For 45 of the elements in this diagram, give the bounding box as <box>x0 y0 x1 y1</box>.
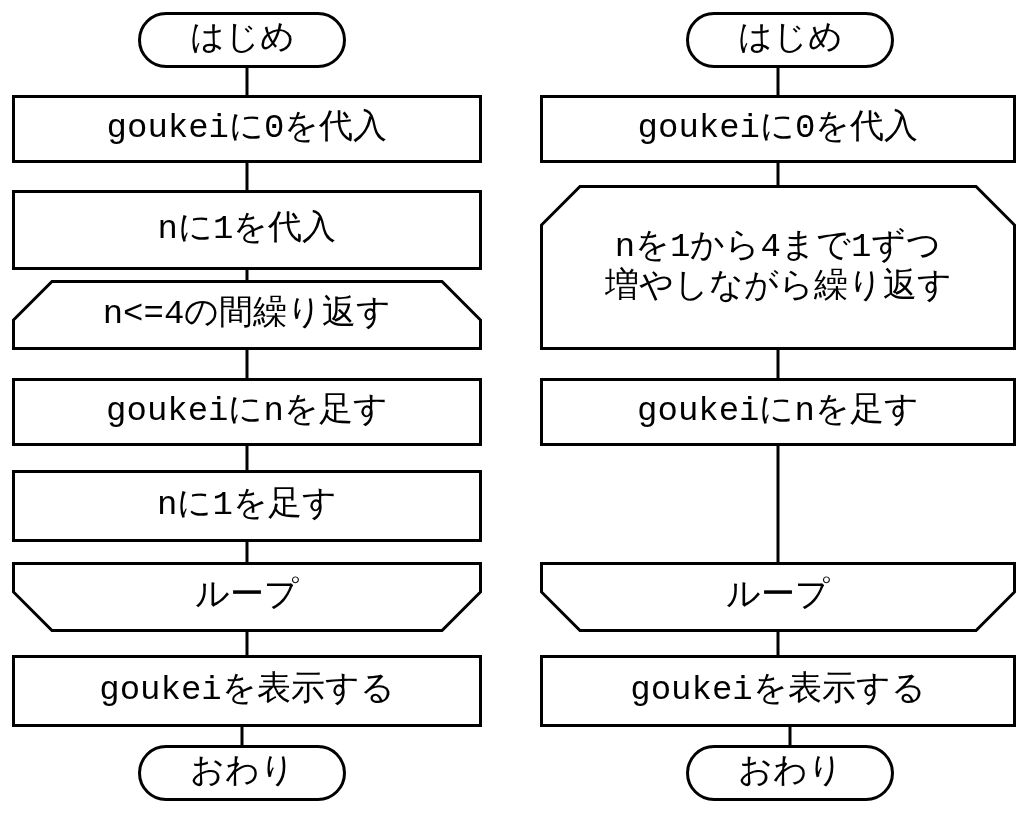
connector-line <box>776 68 780 95</box>
terminal-node <box>138 12 346 68</box>
node-label: ループ <box>195 577 299 617</box>
node-label: はじめ <box>737 20 843 60</box>
process-box <box>12 655 482 727</box>
node-label: goukeiに0を代入 <box>106 109 388 149</box>
connector-line <box>776 163 780 185</box>
process-box <box>540 95 1016 163</box>
node-label: おわり <box>737 753 843 793</box>
connector-line <box>245 632 249 655</box>
node-label: n<=4の間繰り返す <box>102 295 392 335</box>
node-label: ループ <box>726 577 830 617</box>
node-label: goukeiを表示する <box>630 671 926 711</box>
node-label: はじめ <box>189 20 295 60</box>
process-box <box>12 190 482 270</box>
connector-line <box>776 632 780 655</box>
node-label: nに1を足す <box>157 486 337 526</box>
terminal-node <box>686 12 894 68</box>
terminal-node <box>138 745 346 801</box>
terminal-node <box>686 745 894 801</box>
node-label: goukeiにnを足す <box>106 392 388 432</box>
loop-end-hexagon <box>540 562 1016 632</box>
connector-line <box>245 542 249 562</box>
connector-line <box>245 68 249 95</box>
process-box <box>540 655 1016 727</box>
connector-line <box>776 350 780 378</box>
connector-line <box>245 163 249 190</box>
node-label: goukeiにnを足す <box>637 392 919 432</box>
process-box <box>12 95 482 163</box>
loop-end-hexagon <box>12 562 482 632</box>
connector-line <box>245 270 249 280</box>
node-label: goukeiに0を代入 <box>637 109 919 149</box>
process-box <box>540 378 1016 446</box>
node-label: おわり <box>189 753 295 793</box>
connector-line <box>245 350 249 378</box>
connector-line <box>240 727 244 745</box>
connector-line <box>776 446 780 562</box>
node-label: nに1を代入 <box>157 210 337 250</box>
process-box <box>12 470 482 542</box>
connector-line <box>788 727 792 745</box>
node-label: goukeiを表示する <box>99 671 395 711</box>
connector-line <box>245 446 249 470</box>
process-box <box>12 378 482 446</box>
node-label: nを1から4まで1ずつ増やしながら繰り返す <box>603 228 953 307</box>
loop-start-hexagon <box>12 280 482 350</box>
